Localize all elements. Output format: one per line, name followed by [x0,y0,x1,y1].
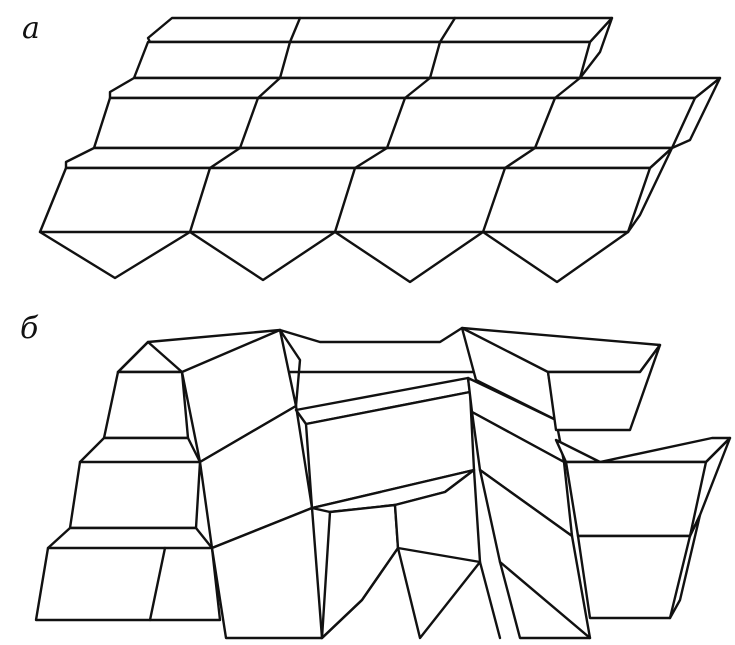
panel-a-bottom-points [40,232,628,282]
panel-b-right-row2-front [566,462,706,536]
panel-a-structure [40,18,720,282]
panel-a-row1-top [148,18,612,42]
panel-b-label: б [20,314,38,344]
panel-b-left-row1 [104,372,188,438]
panel-a-row2-top [110,78,720,98]
panel-b-middle-lower-front [322,505,398,638]
panel-b-left-row3 [36,528,220,620]
panel-b-structure [36,328,730,638]
panel-a-row1-front [134,42,590,78]
panel-a-row2-front [94,98,695,148]
panel-a-label: а [22,14,40,44]
panel-b-right-row2-top [556,438,730,462]
panel-b-left-row2 [70,438,200,528]
panel-b-right-row3 [578,536,690,618]
